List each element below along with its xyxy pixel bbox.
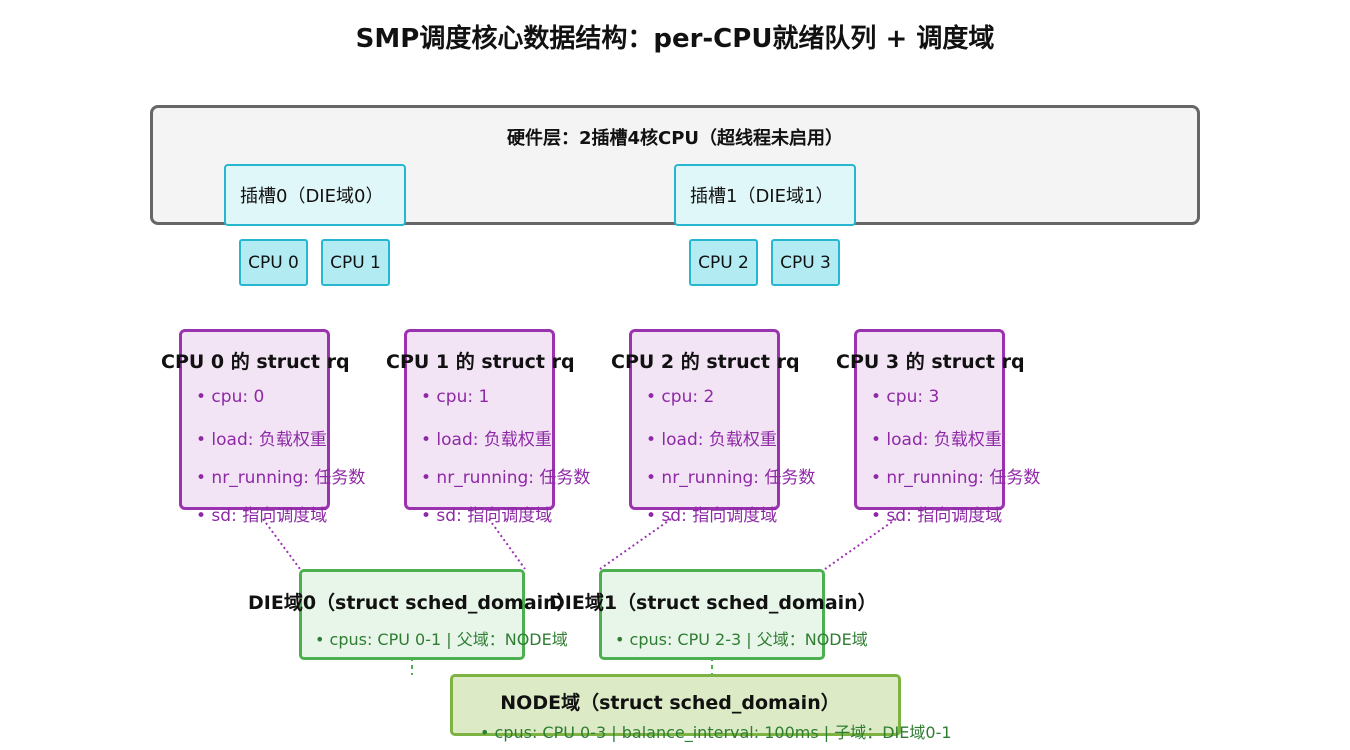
rq-field-load: • load: 负载权重 (196, 430, 327, 450)
rq2-to-die1-connector (599, 518, 672, 570)
rq-field-cpu: • cpu: 0 (196, 387, 265, 407)
rq-field-cpu: • cpu: 1 (421, 387, 490, 407)
rq-box-cpu1 (404, 329, 555, 510)
rq-field-cpu: • cpu: 3 (871, 387, 940, 407)
rq-field-sd: • sd: 指向调度域 (196, 506, 328, 526)
rq-title-cpu2: CPU 2 的 struct rq (611, 351, 800, 373)
rq1-to-die0-connector (488, 518, 526, 570)
rq-box-cpu2 (629, 329, 780, 510)
socket-1: 插槽1（DIE域1） (674, 164, 856, 226)
socket-1-label: 插槽1（DIE域1） (690, 186, 834, 207)
cpu-2: CPU 2 (689, 239, 758, 286)
rq-field-load: • load: 负载权重 (421, 430, 552, 450)
diagram-title: SMP调度核心数据结构：per-CPU就绪队列 + 调度域 (355, 24, 995, 54)
die-domain-1-cpus: • cpus: CPU 2-3 | 父域：NODE域 (615, 630, 868, 649)
cpu-2-label: CPU 2 (698, 252, 749, 273)
die-domain-1 (599, 569, 825, 660)
node-domain-cpus: • cpus: CPU 0-3 | balance_interval: 100m… (480, 723, 952, 742)
rq-title-cpu1: CPU 1 的 struct rq (386, 351, 575, 373)
rq-field-load: • load: 负载权重 (871, 430, 1002, 450)
cpu-1-label: CPU 1 (330, 252, 381, 273)
cpu-0: CPU 0 (239, 239, 308, 286)
rq-field-load: • load: 负载权重 (646, 430, 777, 450)
die-domain-0-cpus: • cpus: CPU 0-1 | 父域：NODE域 (315, 630, 568, 649)
node-domain-title: NODE域（struct sched_domain） (500, 692, 840, 714)
die-domain-0-title: DIE域0（struct sched_domain） (248, 592, 576, 614)
die-domain-1-title: DIE域1（struct sched_domain） (549, 592, 877, 614)
cpu-1: CPU 1 (321, 239, 390, 286)
rq-field-sd: • sd: 指向调度域 (646, 506, 778, 526)
rq-field-sd: • sd: 指向调度域 (871, 506, 1003, 526)
rq3-to-die1-connector (824, 518, 897, 570)
hardware-layer-title: 硬件层：2插槽4核CPU（超线程未启用） (506, 128, 844, 149)
cpu-0-label: CPU 0 (248, 252, 299, 273)
rq-box-cpu0 (179, 329, 330, 510)
node-domain (450, 674, 901, 736)
rq-field-sd: • sd: 指向调度域 (421, 506, 553, 526)
rq-field-cpu: • cpu: 2 (646, 387, 715, 407)
socket-0-label: 插槽0（DIE域0） (240, 186, 384, 207)
cpu-3: CPU 3 (771, 239, 840, 286)
rq-title-cpu3: CPU 3 的 struct rq (836, 351, 1025, 373)
rq0-to-die0-connector (262, 518, 301, 570)
die-domain-0 (299, 569, 525, 660)
rq-field-nr-running: • nr_running: 任务数 (871, 468, 1041, 488)
rq-field-nr-running: • nr_running: 任务数 (646, 468, 816, 488)
rq-box-cpu3 (854, 329, 1005, 510)
cpu-3-label: CPU 3 (780, 252, 831, 273)
rq-field-nr-running: • nr_running: 任务数 (421, 468, 591, 488)
rq-field-nr-running: • nr_running: 任务数 (196, 468, 366, 488)
rq-title-cpu0: CPU 0 的 struct rq (161, 351, 350, 373)
socket-0: 插槽0（DIE域0） (224, 164, 406, 226)
